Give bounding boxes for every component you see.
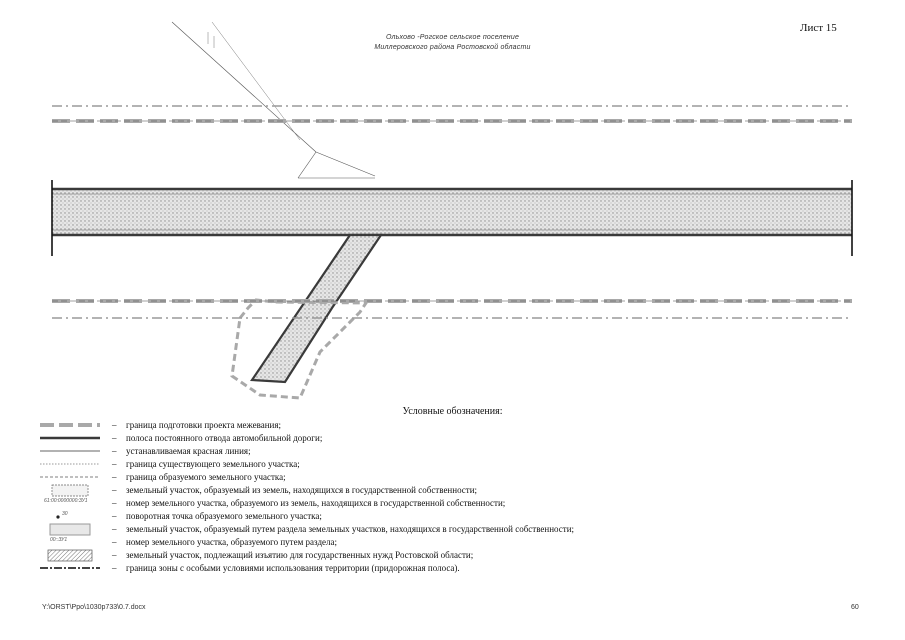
special-zone-symbol	[40, 567, 100, 569]
right-of-way-symbol	[40, 436, 100, 440]
north-zone-boundary	[52, 105, 852, 123]
formed-parcel-symbol	[40, 476, 100, 478]
legend-item: – полоса постоянного отвода автомобильно…	[40, 432, 880, 445]
legend-text: устанавливаемая красная линия;	[126, 446, 251, 456]
project-boundary-symbol	[40, 423, 100, 427]
legend-text: граница подготовки проекта межевания;	[126, 420, 282, 430]
footer-file-path: Y:\ORST\Ppo\1030p733\0.7.docx	[42, 604, 146, 611]
legend-text: граница существующего земельного участка…	[126, 459, 300, 469]
legend-text: номер земельного участка, образуемого пу…	[126, 537, 337, 547]
legend-item: 61:00:0000000:ЗУ1 – номер земельного уча…	[40, 497, 880, 510]
legend-item: – граница подготовки проекта межевания;	[40, 419, 880, 432]
state-parcel-number-symbol: 61:00:0000000:ЗУ1	[44, 498, 88, 504]
legend-item: – граница образуемого земельного участка…	[40, 471, 880, 484]
division-parcel-symbol	[49, 523, 91, 536]
legend-item: – земельный участок, образуемый путем ра…	[40, 523, 880, 536]
legend-text: земельный участок, образуемый из земель,…	[126, 485, 478, 495]
map-title-line2: Миллеровского района Ростовской области	[374, 44, 531, 51]
legend-item: – граница зоны с особыми условиями испол…	[40, 562, 880, 575]
legend-text: земельный участок, образуемый путем разд…	[126, 524, 575, 534]
legend-item: – земельный участок, подлежащий изъятию …	[40, 549, 880, 562]
highway-band	[51, 180, 853, 256]
division-parcel-number-symbol: 00::ЗУ1	[50, 537, 68, 543]
existing-parcel-lines	[171, 21, 376, 179]
legend-item: – устанавливаемая красная линия;	[40, 445, 880, 458]
legend-text: земельный участок, подлежащий изъятию дл…	[126, 550, 474, 560]
legend-text: граница образуемого земельного участка;	[126, 472, 286, 482]
map-title-line1: Ольхово -Рогское сельское поселение	[385, 34, 520, 41]
legend-title: Условные обозначения:	[402, 406, 503, 417]
south-zone-boundary	[52, 299, 852, 319]
cadastral-map	[51, 21, 853, 400]
legend-text: полоса постоянного отвода автомобильной …	[126, 433, 323, 443]
state-land-parcel-symbol	[51, 484, 89, 497]
legend-item: 30 – поворотная точка образуемого земель…	[40, 510, 880, 523]
legend-text: поворотная точка образуемого земельного …	[126, 511, 322, 521]
legend-item: – земельный участок, образуемый из земел…	[40, 484, 880, 497]
red-line-symbol	[40, 450, 100, 452]
legend-item: 00::ЗУ1 – номер земельного участка, обра…	[40, 536, 880, 549]
page-number: 60	[851, 604, 859, 611]
turning-point-symbol: 30	[40, 510, 100, 523]
branch-road	[230, 233, 384, 400]
sheet-number: Лист 15	[800, 22, 837, 34]
existing-parcel-symbol	[40, 463, 100, 465]
legend-text: номер земельного участка, образуемого из…	[126, 498, 506, 508]
seized-parcel-symbol	[47, 549, 93, 562]
legend-item: – граница существующего земельного участ…	[40, 458, 880, 471]
legend-text: граница зоны с особыми условиями использ…	[126, 563, 460, 573]
point-dot-icon	[56, 515, 60, 519]
